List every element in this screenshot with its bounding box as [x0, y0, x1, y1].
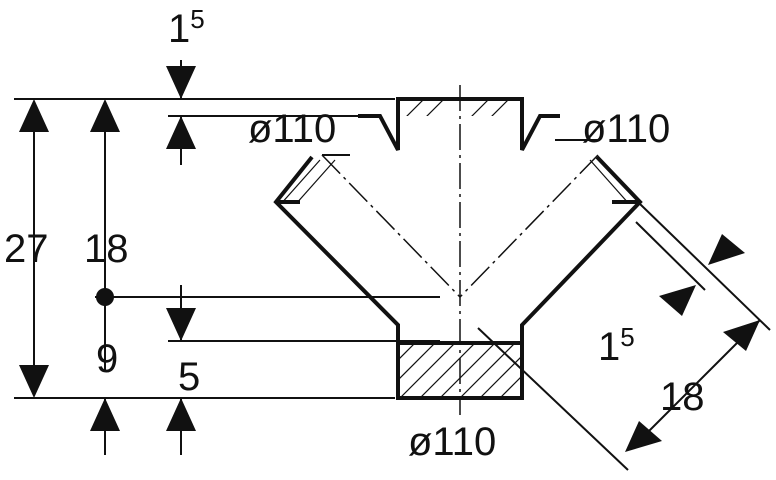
diameter-left-branch: ø110	[248, 107, 336, 151]
arrow-5-up	[166, 398, 196, 431]
dimension-labels: 15 27 18 9 5 15 18 ø110 ø110 ø110	[4, 4, 705, 464]
dim-top-thickness: 15	[168, 4, 205, 51]
dimension-arrows	[19, 66, 760, 452]
dot-18-bottom	[96, 288, 114, 306]
arrow-diag-15-a	[708, 234, 745, 265]
arrow-18-top	[90, 99, 120, 132]
center-lines	[321, 85, 599, 415]
arrow-27-top	[19, 99, 49, 132]
arrow-15-up	[166, 116, 196, 149]
dim-branch-height: 18	[84, 227, 129, 271]
arrow-15-down	[166, 66, 196, 99]
arrow-diag-18-a	[723, 320, 760, 351]
arrow-diag-15-b	[659, 285, 696, 316]
arrow-5-down	[166, 308, 196, 341]
section-hatching	[279, 100, 640, 398]
dim-total-height: 27	[4, 227, 49, 271]
top-profile	[358, 97, 560, 151]
dim-lower-height: 9	[96, 337, 118, 381]
left-branch	[273, 155, 643, 400]
arrow-27-bottom	[19, 365, 49, 398]
dim-diag-length: 18	[660, 375, 705, 419]
dim-socket-depth: 5	[178, 355, 200, 399]
arrow-9-up	[90, 398, 120, 431]
arrow-diag-18-b	[625, 421, 662, 452]
dim-diag-thickness: 15	[598, 322, 635, 369]
diameter-right-branch: ø110	[582, 107, 670, 151]
diameter-bottom-outlet: ø110	[408, 420, 496, 464]
